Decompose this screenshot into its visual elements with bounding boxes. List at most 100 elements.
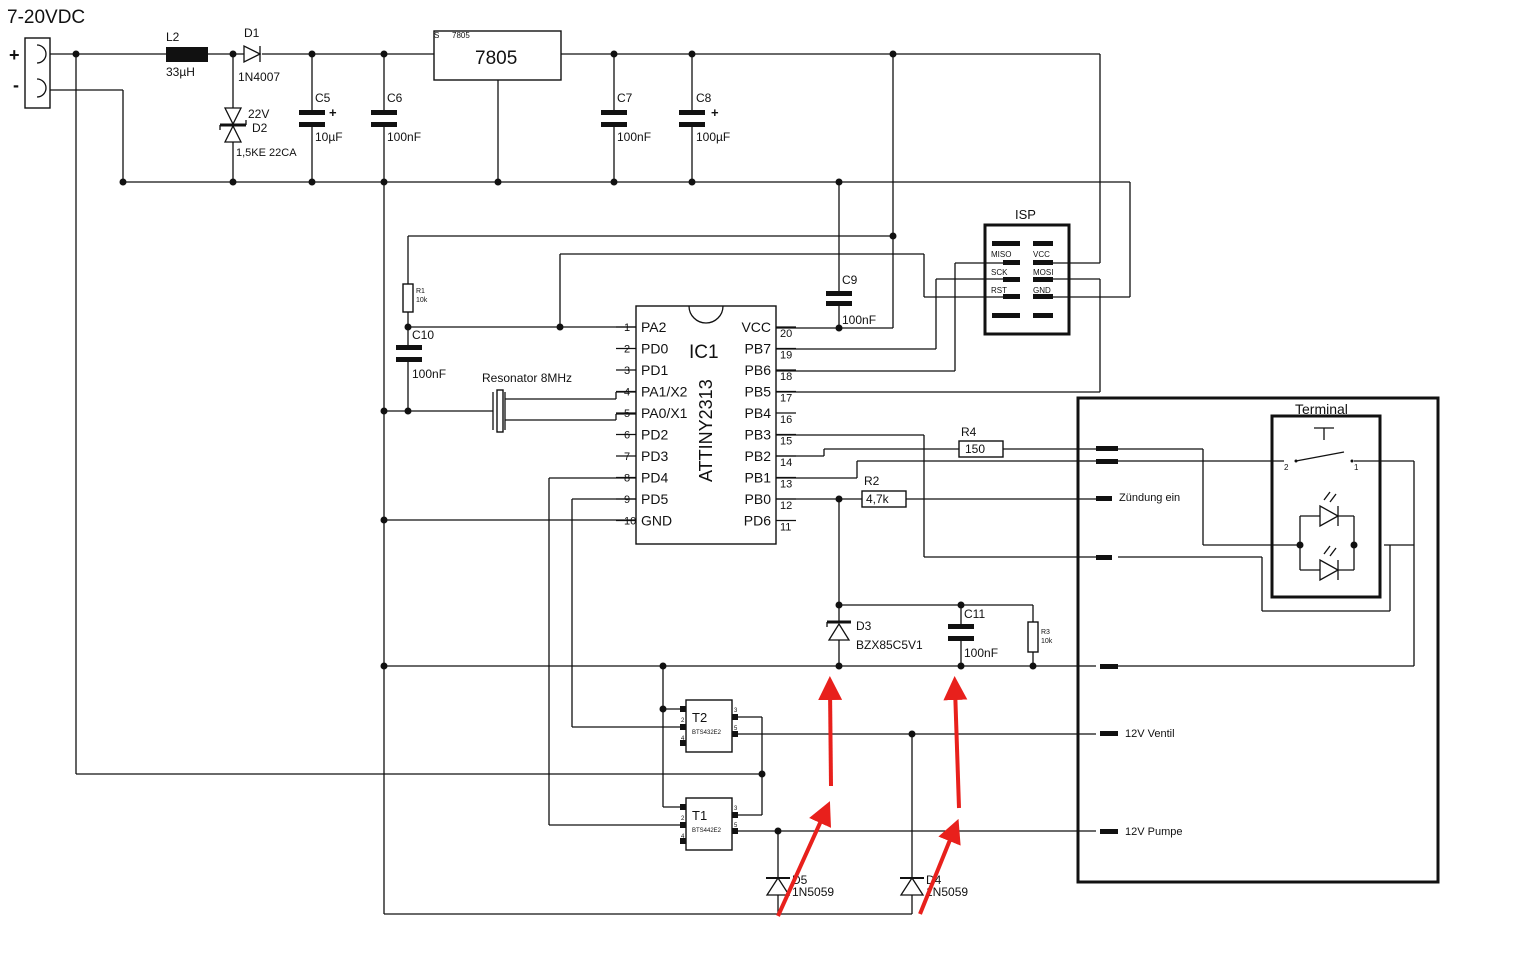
panel-switch: 2 1 xyxy=(1284,427,1359,472)
isp-pin-mosi: MOSI xyxy=(1033,268,1053,277)
regulator-part-label: 7805 xyxy=(452,31,470,40)
ic1-pin-name: PB2 xyxy=(745,448,772,464)
t2-pin1: 1 xyxy=(681,708,685,714)
ic1-part: ATTINY2313 xyxy=(696,379,716,482)
ic1-pin-number: 10 xyxy=(624,516,636,528)
ic1-pin-number: 16 xyxy=(780,414,792,426)
t1-pin5: 5 xyxy=(734,823,738,829)
junctions xyxy=(72,50,1358,835)
diode-d1: D1 1N4007 xyxy=(238,26,280,84)
ic1-pin-name: PB5 xyxy=(745,384,772,400)
switch-t2: T2 BTS432E2 1 2 4 3 5 xyxy=(680,699,738,753)
ic1-pin-number: 8 xyxy=(624,473,630,485)
ic1-pin-number: 13 xyxy=(780,479,792,491)
t1-pin3: 3 xyxy=(734,806,738,812)
c5-value: 10µF xyxy=(315,130,343,144)
c9-ref: C9 xyxy=(842,273,858,287)
terminal-title: Terminal xyxy=(1295,401,1348,417)
t2-pin5: 5 xyxy=(734,726,738,732)
terminal-panel: Terminal 2 1 xyxy=(1270,401,1382,599)
r3-ref: R3 xyxy=(1041,629,1050,636)
inductor-l2: L2 33µH xyxy=(166,30,208,79)
ic1-pin-name: PA1/X2 xyxy=(641,384,688,400)
ic1-pin-number: 4 xyxy=(624,387,630,399)
c10-value: 100nF xyxy=(412,367,446,381)
power-connector xyxy=(24,37,51,109)
panel-leds xyxy=(1299,491,1355,582)
minus-label: - xyxy=(13,75,19,95)
switch-pin-1: 1 xyxy=(1354,463,1359,472)
plus-label: + xyxy=(9,45,20,65)
ic1-pin-name: PA0/X1 xyxy=(641,405,688,421)
t1-ref: T1 xyxy=(692,808,707,823)
isp-header: ISP MISO VCC SCK MOSI RST GND xyxy=(983,207,1071,336)
zener-d3: D3 BZX85C5V1 xyxy=(826,608,923,652)
ic1-pin-number: 6 xyxy=(624,430,630,442)
ic1-pin-name: PD0 xyxy=(641,341,668,357)
r1-ref: R1 xyxy=(416,288,425,295)
c11-value: 100nF xyxy=(964,646,998,660)
capacitor-c9: C9 100nF xyxy=(826,273,876,327)
isp-title: ISP xyxy=(1015,207,1036,222)
supply-voltage-label: 7-20VDC xyxy=(7,7,85,28)
ic1-pin-number: 9 xyxy=(624,494,630,506)
ic1-pin-name: PB6 xyxy=(745,362,772,378)
t2-pin3: 3 xyxy=(734,708,738,714)
t1-pin1: 1 xyxy=(681,806,685,812)
c5-ref: C5 xyxy=(315,91,331,105)
c6-value: 100nF xyxy=(387,130,421,144)
ic1-pin-name: PB7 xyxy=(745,341,772,357)
c8-ref: C8 xyxy=(696,91,712,105)
c11-ref: C11 xyxy=(964,607,985,621)
d1-ref: D1 xyxy=(244,26,260,40)
d2-value: 1,5KE 22CA xyxy=(236,147,297,159)
ic1-pin-number: 11 xyxy=(780,522,791,534)
arrow-to-c11 xyxy=(943,676,968,809)
isp-pin-rst: RST xyxy=(991,286,1007,295)
ic1-pin-name: VCC xyxy=(741,319,771,335)
ic1-pin-name: PB0 xyxy=(745,491,772,507)
d3-value: BZX85C5V1 xyxy=(856,638,923,652)
d5-value: 1N5059 xyxy=(792,885,834,899)
arrow-to-d5 xyxy=(776,801,831,917)
capacitor-c7: C7 100nF xyxy=(601,91,651,144)
isp-pin-sck: SCK xyxy=(991,268,1008,277)
capacitor-c6: C6 100nF xyxy=(371,91,421,144)
ic1-pin-number: 2 xyxy=(624,344,630,356)
d3-ref: D3 xyxy=(856,619,872,633)
ic1-pin-name: PD6 xyxy=(744,513,771,529)
c9-value: 100nF xyxy=(842,313,876,327)
ic1-pin-name: GND xyxy=(641,513,672,529)
ic1-pin-name: PD4 xyxy=(641,470,668,486)
r1-value: 10k xyxy=(416,297,428,304)
ic1-pin-number: 15 xyxy=(780,436,792,448)
t2-pin2: 2 xyxy=(681,718,685,724)
ic1-pin-number: 5 xyxy=(624,408,630,420)
capacitor-c8: C8 + 100µF xyxy=(679,91,730,144)
l2-value: 33µH xyxy=(166,65,195,79)
resistor-r4: R4 150 xyxy=(958,425,1004,458)
capacitor-c10: C10 100nF xyxy=(396,328,446,381)
c8-value: 100µF xyxy=(696,130,730,144)
capacitor-c5: C5 + 10µF xyxy=(299,91,343,144)
r2-value: 4,7k xyxy=(866,492,890,506)
d1-value: 1N4007 xyxy=(238,70,280,84)
resistor-r1: R1 10k xyxy=(402,283,428,313)
power-input: 7-20VDC + - xyxy=(7,7,85,109)
arrow-to-d4 xyxy=(918,818,961,915)
resonator: Resonator 8MHz xyxy=(482,371,572,433)
ic1-pin-name: PD3 xyxy=(641,448,668,464)
c6-ref: C6 xyxy=(387,91,403,105)
terminal-block: Zündung ein 12V Ventil 12V Pumpe xyxy=(1076,396,1440,884)
resistor-r3: R3 10k xyxy=(1027,621,1053,653)
ic1-pin-number: 17 xyxy=(780,393,792,405)
r4-ref: R4 xyxy=(961,425,977,439)
wires xyxy=(50,53,1415,915)
ic1-pin-number: 1 xyxy=(624,322,630,334)
ic1-pin-name: PA2 xyxy=(641,319,667,335)
r3-value: 10k xyxy=(1041,638,1053,645)
d2-ref: D2 xyxy=(252,121,268,135)
arrow-to-d3 xyxy=(818,676,843,787)
